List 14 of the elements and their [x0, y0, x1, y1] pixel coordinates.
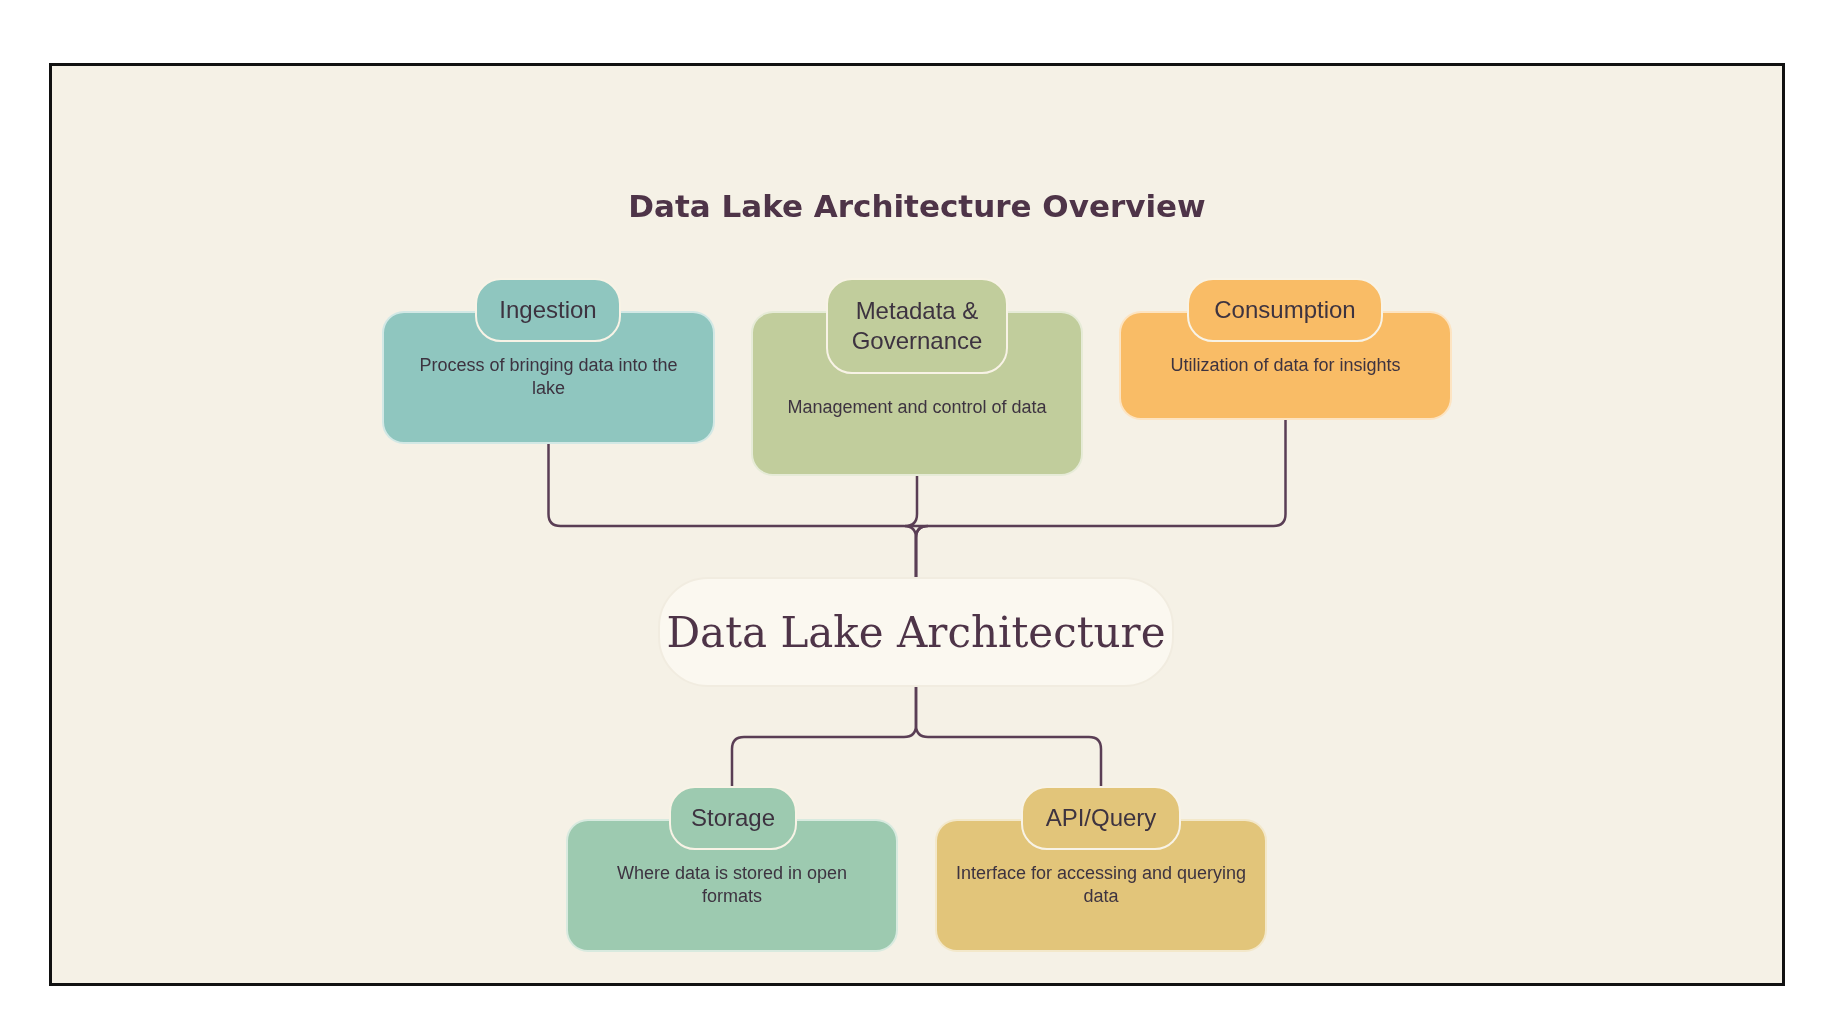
- description-text: Process of bringing data into the lake: [418, 354, 679, 401]
- heading-pill: Storage: [669, 786, 797, 850]
- description-text: Utilization of data for insights: [1169, 354, 1402, 377]
- description-text: Interface for accessing and querying data: [955, 862, 1247, 909]
- connector-line: [914, 687, 1103, 786]
- heading-pill: Ingestion: [475, 278, 621, 342]
- heading-pill: Consumption: [1187, 278, 1383, 342]
- central-node: Data Lake Architecture: [658, 577, 1174, 687]
- description-text: Management and control of data: [786, 396, 1048, 419]
- diagram-title: Data Lake Architecture Overview: [627, 188, 1207, 224]
- connector-line: [914, 420, 1287, 577]
- heading-pill: API/Query: [1021, 786, 1181, 850]
- description-text: Where data is stored in open formats: [615, 862, 849, 909]
- heading-pill: Metadata & Governance: [826, 278, 1008, 374]
